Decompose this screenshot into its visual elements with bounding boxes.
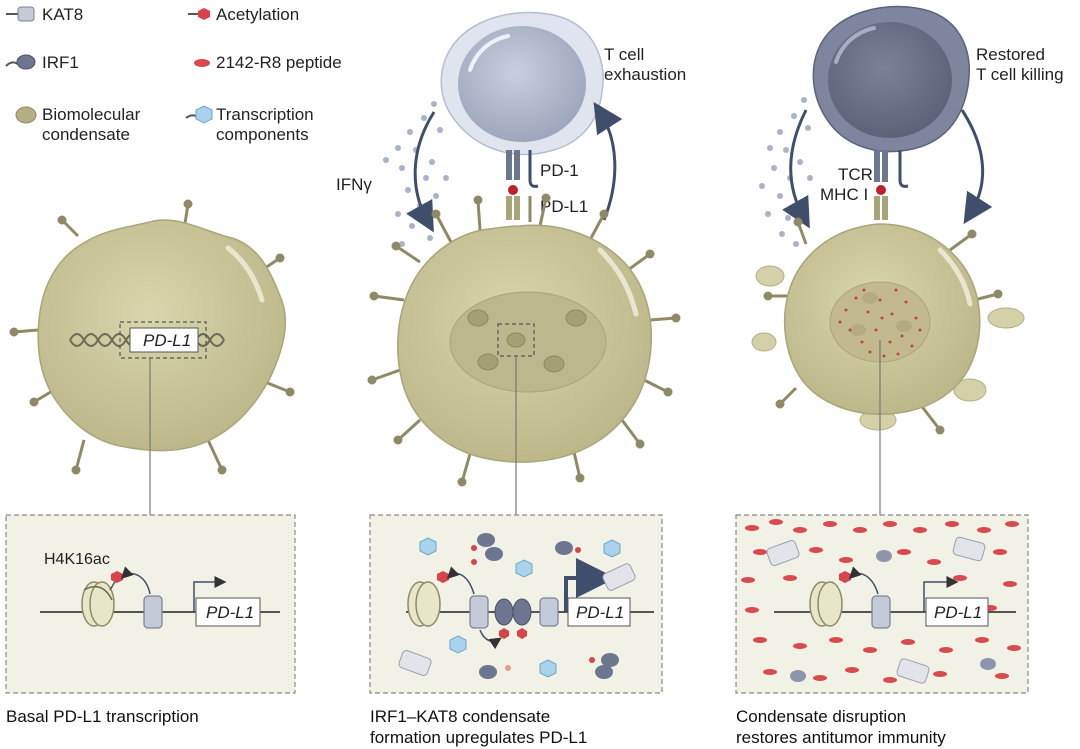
panel3-floating-factors xyxy=(766,536,996,684)
panel1-zoom-box: H4K16ac PD-L1 xyxy=(5,514,296,694)
irf1-legend-icon xyxy=(5,54,36,70)
condensate-legend-icon xyxy=(15,106,37,124)
panel2-floating-factors xyxy=(398,533,636,679)
panel3-promoter-label: PD-L1 xyxy=(934,603,982,622)
panel2-tumor-cell xyxy=(367,193,681,515)
panel2-zoom-box: PD-L1 xyxy=(369,514,663,694)
panel3-caption-line1: Condensate disruption xyxy=(736,707,906,726)
legend-condensate-1: Biomolecular xyxy=(42,105,141,124)
kat8-legend-icon xyxy=(6,6,35,22)
panel1-gene-label: PD-L1 xyxy=(143,331,191,350)
panel3-caption-line2: restores antitumor immunity xyxy=(736,728,946,747)
panel2-pdl1-label: PD-L1 xyxy=(540,197,588,216)
panel2-caption-line2: formation upregulates PD-L1 xyxy=(370,728,587,747)
panel1-nucleosome xyxy=(81,581,115,627)
panel1-acetyl-mark xyxy=(111,571,123,583)
panel3-mhc-label: MHC I xyxy=(820,185,868,204)
legend-condensate-2: condensate xyxy=(42,125,130,144)
legend-transcription-2: components xyxy=(216,125,309,144)
panel3-receptors xyxy=(874,150,909,220)
panel3-tcell-line2: T cell killing xyxy=(976,65,1064,84)
legend-transcription-1: Transcription xyxy=(216,105,314,124)
panel3-peptides xyxy=(741,519,1021,683)
panel2-feedback-arrow xyxy=(593,101,623,221)
panel2-ifn-label: IFNγ xyxy=(336,175,372,194)
panel3-nucleosome xyxy=(809,581,843,627)
panel2-tcell-line1: T cell xyxy=(604,45,644,64)
panel3-killing-arrow xyxy=(960,109,993,225)
panel2-tcell-line2: exhaustion xyxy=(604,65,686,84)
panel2-promoter-label: PD-L1 xyxy=(576,603,624,622)
panel2-receptors xyxy=(506,150,539,222)
panel1-caption: Basal PD-L1 transcription xyxy=(6,707,199,726)
panel2-nucleosome xyxy=(407,581,441,627)
panel3-ifn-arrow xyxy=(782,109,810,229)
panel3-tcr-label: TCR xyxy=(838,165,873,184)
panel3-peptide-specks xyxy=(838,288,922,358)
panel1-dna: PD-L1 xyxy=(69,321,225,515)
panel1-kat8 xyxy=(143,595,163,629)
panel3-tumor-cell xyxy=(751,217,1025,515)
acetylation-legend-icon xyxy=(188,8,210,20)
panel1-promoter-label: PD-L1 xyxy=(206,603,254,622)
panel3-tcell xyxy=(812,5,970,153)
peptide-legend-icon xyxy=(194,59,210,67)
panel1-mark-label: H4K16ac xyxy=(44,551,110,568)
panel2-ifn-arrow xyxy=(406,111,436,233)
panel3-ifn-dots xyxy=(759,97,813,247)
panel3-zoom-box: PD-L1 xyxy=(735,514,1029,694)
panel3-tcell-line1: Restored xyxy=(976,45,1045,64)
legend-irf1: IRF1 xyxy=(42,53,79,72)
legend: KAT8 IRF1 Biomolecular condensate Acetyl… xyxy=(5,5,342,144)
legend-acetylation: Acetylation xyxy=(216,5,299,24)
legend-peptide: 2142-R8 peptide xyxy=(216,53,342,72)
transcription-legend-icon xyxy=(185,105,213,124)
legend-kat8: KAT8 xyxy=(42,5,83,24)
panel2-pd1-label: PD-1 xyxy=(540,161,579,180)
panel2-tcell xyxy=(440,11,604,156)
panel2-caption-line1: IRF1–KAT8 condensate xyxy=(370,707,550,726)
